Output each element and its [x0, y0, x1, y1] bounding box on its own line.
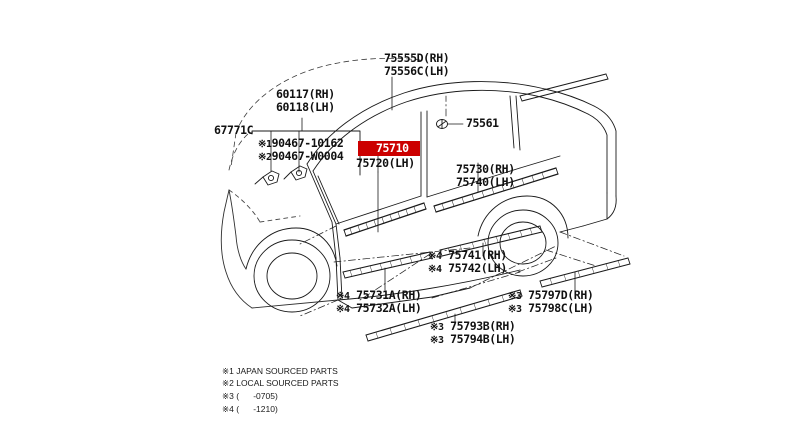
callout-front-door-belt-lh: 75720(LH) — [356, 156, 415, 170]
callout-front-door-moulding-mark-lh: ※4 — [336, 304, 350, 315]
callout-rocker-front-rh-line: ※3 75793B(RH) — [430, 319, 516, 335]
legend-line-1: ※1 JAPAN SOURCED PARTS — [222, 366, 338, 378]
callout-clip1-row: ※190467-10162 — [258, 136, 344, 152]
callout-retainer-label: 67771C — [214, 123, 254, 137]
roof-moulding-part-75555 — [519, 73, 609, 102]
rocker-moulding-front-75793 — [365, 289, 523, 342]
callout-clip2-mark: ※2 — [258, 152, 272, 163]
clip-icon-90467-10162 — [254, 170, 280, 186]
callout-rocker-front-mark-lh: ※3 — [430, 335, 444, 346]
highlighted-part-number: 75710 — [376, 141, 409, 155]
callout-rocker-front-rh: 75793B(RH) — [450, 319, 516, 333]
rocker-moulding-rear-75797 — [539, 257, 631, 288]
front-beltline — [335, 195, 422, 225]
callout-rear-door-belt-lh-line: 75740(LH) — [456, 175, 515, 190]
callout-rear-door-belt-rh: 75730(RH) — [456, 162, 515, 176]
callout-rocker-rear-lh: 75798C(LH) — [528, 301, 594, 315]
legend-line-2: ※2 LOCAL SOURCED PARTS — [222, 378, 339, 390]
callout-rear-door-moulding-lh: 75742(LH) — [448, 261, 507, 275]
callout-visor-rh: 60117(RH) — [276, 87, 335, 101]
callout-rear-door-moulding-lh-line: ※4 75742(LH) — [428, 261, 507, 277]
c-pillar — [509, 95, 515, 149]
callout-roof-moulding-lh: 75556C(LH) — [384, 64, 450, 78]
ghost-front-body — [228, 57, 421, 171]
legend-line-4: ※4 ( -1210) — [222, 404, 278, 416]
roofline-inner — [312, 89, 542, 172]
callout-clip2-number: 90467-W0004 — [271, 149, 344, 163]
front-wheel — [253, 239, 331, 313]
rear-door-belt-moulding — [433, 167, 559, 213]
callout-rear-door-moulding-mark-lh: ※4 — [428, 264, 442, 275]
front-door-side-moulding — [342, 251, 433, 279]
callout-rear-door-belt-rh-line: 75730(RH) — [456, 162, 515, 177]
callout-rocker-rear-rh: 75797D(RH) — [528, 288, 594, 302]
callout-front-door-moulding-rh: 75731A(RH) — [356, 288, 422, 302]
callout-rocker-rear-lh-line: ※3 75798C(LH) — [508, 301, 594, 317]
callout-front-door-moulding-lh-line: ※4 75732A(LH) — [336, 301, 422, 317]
callout-clip-75561: 75561 — [466, 116, 499, 130]
a-pillar-inner — [312, 170, 341, 259]
callout-roof-moulding: 75555D(RH) — [384, 51, 450, 66]
legend-text-japan-sourced: ※1 JAPAN SOURCED PARTS — [222, 366, 338, 376]
legend-text-date-0705: ※3 ( -0705) — [222, 391, 278, 401]
callout-retainer-67771c: 67771C — [214, 123, 254, 138]
clip-icon-90467-W0004 — [283, 165, 308, 181]
callout-rocker-front-lh-line: ※3 75794B(LH) — [430, 332, 516, 348]
callout-rocker-rear-mark-rh: ※3 — [508, 291, 522, 302]
callout-rocker-rear-rh-line: ※3 75797D(RH) — [508, 288, 594, 304]
legend-line-3: ※3 ( -0705) — [222, 391, 278, 403]
callout-roof-moulding-lh-line: 75556C(LH) — [384, 64, 450, 79]
callout-front-door-belt-lh-line: 75720(LH) — [356, 156, 415, 171]
front-door-belt-moulding — [343, 202, 427, 237]
rear-door-side-moulding — [439, 225, 543, 257]
callout-visor-lh: 60118(LH) — [276, 100, 335, 114]
callout-rocker-front-mark-rh: ※3 — [430, 322, 444, 333]
leader-lines — [270, 76, 576, 326]
callout-clip1-mark: ※1 — [258, 139, 272, 150]
callout-roof-moulding-rh: 75555D(RH) — [384, 51, 450, 65]
callout-clip2-row: ※290467-W0004 — [258, 149, 344, 165]
callout-front-door-moulding-mark-rh: ※4 — [336, 291, 350, 302]
legend-text-date-1210: ※4 ( -1210) — [222, 404, 278, 414]
callout-rear-door-belt-lh: 75740(LH) — [456, 175, 515, 189]
legend-text-local-sourced: ※2 LOCAL SOURCED PARTS — [222, 378, 339, 388]
callout-rear-door-moulding-rh-line: ※4 75741(RH) — [428, 248, 507, 264]
callout-rocker-front-lh: 75794B(LH) — [450, 332, 516, 346]
highlighted-part-75710[interactable]: 75710 — [358, 141, 420, 156]
callout-rocker-rear-mark-lh: ※3 — [508, 304, 522, 315]
assembly-guides — [299, 95, 625, 317]
roofline-outer — [306, 81, 546, 165]
callout-visor-rh-line: 60117(RH) — [276, 87, 335, 102]
callout-visor-lh-line: 60118(LH) — [276, 100, 335, 115]
callout-clip1-number: 90467-10162 — [271, 136, 344, 150]
callout-clip-75561-line: 75561 — [466, 116, 499, 131]
clip-icon-75561 — [436, 119, 448, 129]
rear-wheel-arch — [477, 195, 569, 239]
rear-wheel — [487, 209, 559, 277]
callout-front-door-moulding-lh: 75732A(LH) — [356, 301, 422, 315]
a-pillar-outer — [306, 163, 337, 259]
front-wheel-arch — [245, 227, 338, 270]
callout-rear-door-moulding-rh: 75741(RH) — [448, 248, 507, 262]
callout-rear-door-moulding-mark-rh: ※4 — [428, 251, 442, 262]
callout-front-door-moulding-rh-line: ※4 75731A(RH) — [336, 288, 422, 304]
